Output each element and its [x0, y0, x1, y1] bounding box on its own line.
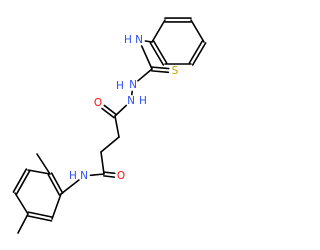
- hydrogen-label-n_amide: H: [69, 170, 77, 182]
- hydrogen-label-n_anilino: H: [124, 34, 132, 46]
- atom-label-n_amide: N: [80, 170, 88, 182]
- bond-c_ch2_b-c_carbonyl_2: [100, 151, 105, 175]
- hydrogen-label-n_amide-background: [67, 170, 79, 182]
- bond-n_anilino-c_thio: [140, 45, 153, 70]
- bond-d5-me_meta: [17, 213, 29, 234]
- atom-label-o_carbonyl_2: O: [117, 170, 125, 182]
- bond-c3-c4-b: [191, 42, 207, 66]
- atom-label-n_hydrazide_1-background: [125, 95, 137, 107]
- bond-c3-c4-a: [188, 40, 204, 64]
- atom-label-s_thio-background: [169, 65, 181, 77]
- bond-c_carbonyl_1-c_ch2_a: [114, 115, 120, 138]
- bond-n_amide-d1: [60, 179, 80, 195]
- hydrogen-label-n_hydrazide_2: H: [116, 80, 124, 92]
- bond-c_ch2_a-c_ch2_b: [100, 136, 120, 153]
- atom-label-n_hydrazide_2: N: [129, 79, 137, 91]
- bond-d6-d1: [51, 193, 62, 220]
- bond-d1-d2-b: [47, 174, 61, 196]
- atom-label-n_anilino-background: [133, 34, 145, 46]
- atom-label-n_hydrazide_2-background: [127, 79, 139, 91]
- bond-c5-c6-b: [149, 42, 165, 66]
- hydrogen-label-n_anilino-background: [122, 34, 134, 46]
- bond-c_carbonyl_1-o_carbonyl_1-a: [103, 104, 117, 116]
- bond-c_carbonyl_2-o_carbonyl_2-a: [102, 175, 116, 178]
- bonds-layer: [12, 17, 207, 234]
- bond-d5-d6-a: [26, 215, 53, 222]
- bond-d2-d3: [27, 169, 51, 175]
- atom-label-o_carbonyl_2-background: [115, 170, 127, 182]
- bond-c_carbonyl_2-n_amide: [89, 173, 105, 177]
- atom-label-s_thio: S: [172, 65, 179, 77]
- atom-label-o_carbonyl_1-background: [92, 97, 104, 109]
- hydrogen-label-n_hydrazide_1: H: [139, 95, 147, 107]
- bond-d2-me_ortho: [36, 153, 51, 175]
- bond-d4-d5: [14, 192, 29, 215]
- hydrogen-label-n_hydrazide_2-background: [114, 80, 126, 92]
- bond-c5-c6-a: [152, 40, 168, 64]
- bond-c2-c3: [190, 19, 205, 43]
- bond-d1-d2-a: [50, 172, 64, 194]
- bond-c_thio-n_hydrazide_2: [137, 68, 153, 82]
- bond-c6-n_anilino: [144, 40, 153, 43]
- bond-d3-d4-b: [15, 170, 31, 195]
- bond-c_carbonyl_2-o_carbonyl_2-b: [103, 171, 116, 175]
- bond-c_thio-s_thio-a: [151, 70, 170, 74]
- bond-c_thio-s_thio-b: [151, 66, 170, 70]
- bond-c6-c1: [151, 19, 166, 43]
- bond-c_carbonyl_1-o_carbonyl_1-b: [101, 107, 115, 119]
- atom-label-n_hydrazide_1: N: [127, 95, 135, 107]
- atom-label-n_anilino: N: [135, 34, 143, 46]
- hydrogen-label-n_hydrazide_1-background: [137, 95, 149, 107]
- atom-label-o_carbonyl_1: O: [94, 97, 102, 109]
- bond-d5-d6-b: [27, 211, 54, 218]
- atom-label-n_amide-background: [78, 170, 90, 182]
- bond-d3-d4-a: [12, 168, 28, 193]
